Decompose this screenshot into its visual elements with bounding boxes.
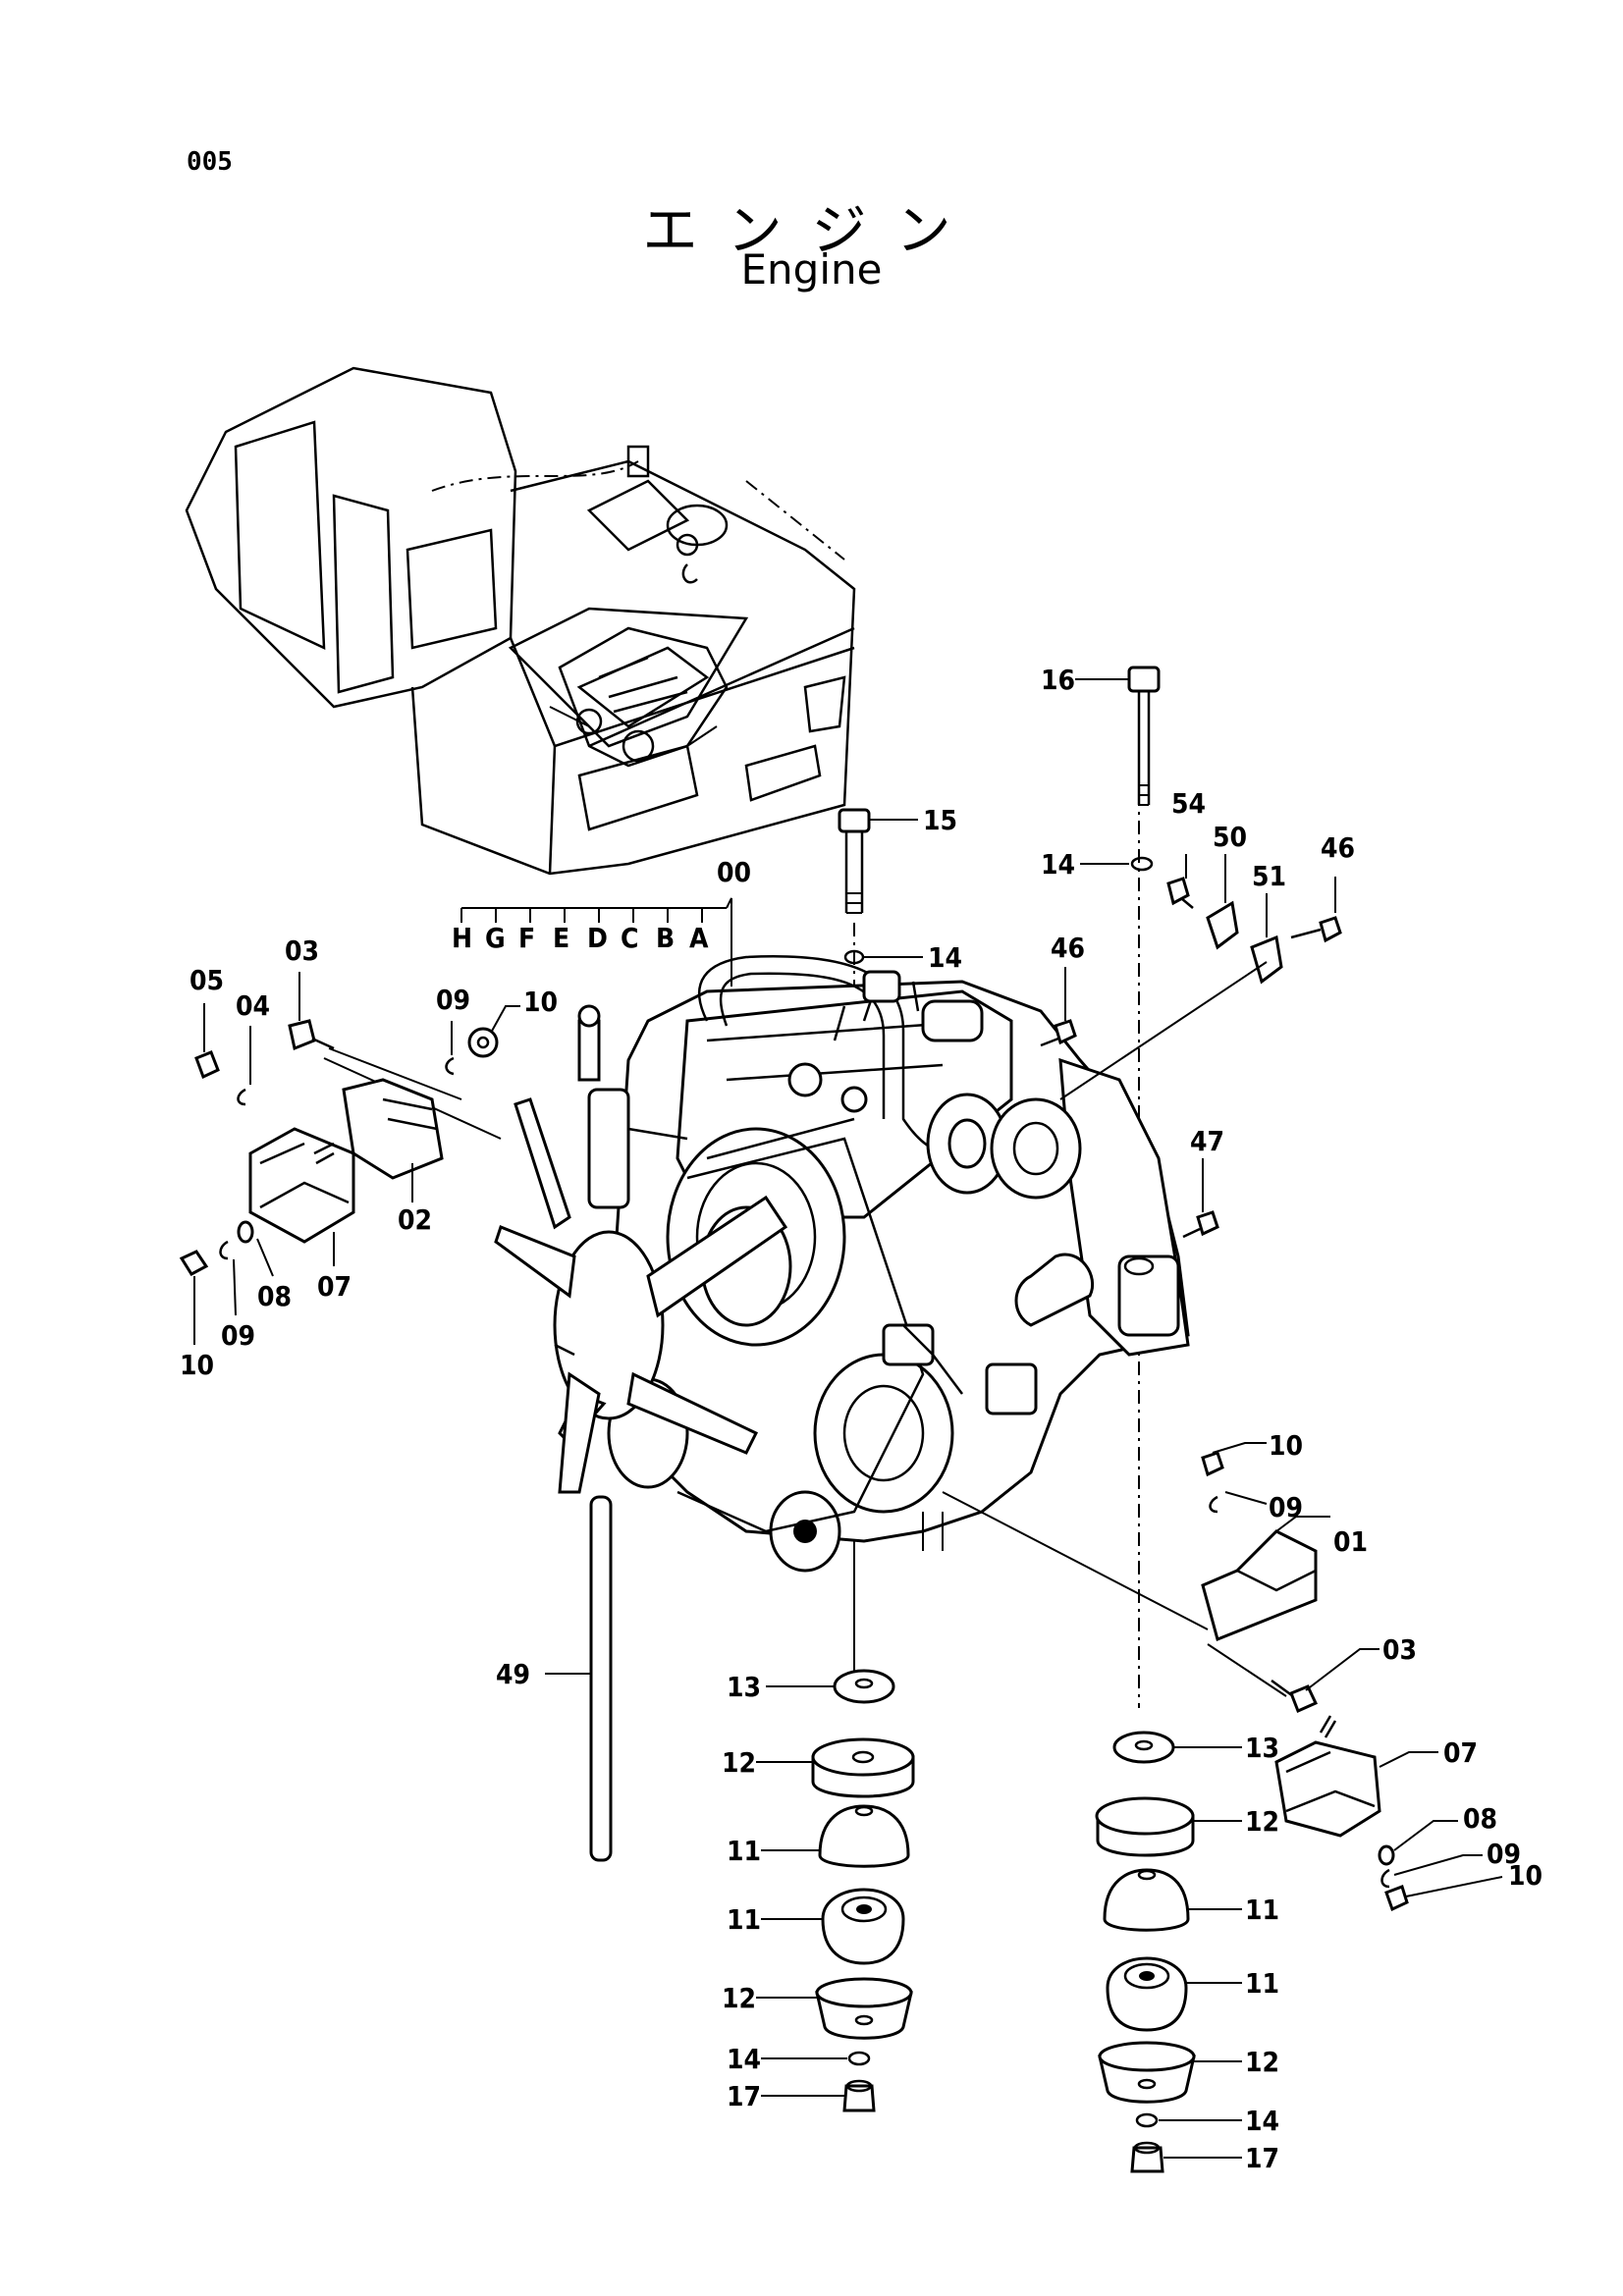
callout-46: 46 bbox=[1051, 932, 1085, 964]
callout-54: 54 bbox=[1171, 787, 1206, 820]
variant-code: B bbox=[656, 922, 675, 954]
title-japanese: エンジン bbox=[642, 199, 981, 263]
dipstick-16: 16 14 bbox=[1041, 664, 1161, 881]
callout-03: 03 bbox=[285, 934, 319, 967]
callout-15: 15 bbox=[923, 804, 957, 836]
callout-07: 07 bbox=[1443, 1736, 1478, 1769]
callout-07: 07 bbox=[317, 1270, 352, 1303]
callout-14: 14 bbox=[1245, 2105, 1279, 2137]
callout-08: 08 bbox=[257, 1280, 292, 1312]
variant-code: F bbox=[518, 922, 535, 954]
callout-09: 09 bbox=[1269, 1491, 1303, 1523]
callout-03: 03 bbox=[1382, 1633, 1417, 1666]
callout-11: 11 bbox=[727, 1903, 761, 1936]
engine-assembly bbox=[494, 955, 1190, 1590]
mount-stack-right: 13 12 11 11 12 14 17 bbox=[1095, 1731, 1279, 2174]
callout-02: 02 bbox=[398, 1203, 432, 1236]
variant-code: A bbox=[689, 922, 709, 954]
callout-47: 47 bbox=[1190, 1125, 1224, 1157]
callout-10: 10 bbox=[523, 986, 558, 1018]
callout-12: 12 bbox=[722, 1746, 756, 1779]
callout-16: 16 bbox=[1041, 664, 1075, 696]
bolt-46-47: 46 47 bbox=[1040, 932, 1224, 1239]
mount-stack-left: 13 12 11 11 12 14 17 bbox=[722, 1669, 915, 2112]
callout-09: 09 bbox=[1487, 1838, 1521, 1870]
bracket-group-upper-right: 54 50 51 46 bbox=[1059, 787, 1355, 1100]
callout-14: 14 bbox=[727, 2043, 761, 2075]
callout-13: 13 bbox=[1245, 1732, 1279, 1764]
page-number: 005 bbox=[187, 147, 233, 177]
callout-49: 49 bbox=[496, 1658, 530, 1690]
callout-00: 00 bbox=[717, 856, 751, 888]
variant-code: G bbox=[485, 922, 506, 954]
left-mount-group: 05 04 03 09 10 02 07 08 09 bbox=[179, 934, 558, 1381]
variant-code: H bbox=[452, 922, 472, 954]
callout-05: 05 bbox=[189, 964, 224, 996]
callout-10: 10 bbox=[1508, 1859, 1542, 1892]
variant-code: C bbox=[621, 922, 638, 954]
callout-12: 12 bbox=[1245, 2046, 1279, 2078]
variant-code: E bbox=[553, 922, 569, 954]
variant-code-bracket: H G F E D C B A 00 bbox=[452, 856, 751, 987]
callout-14: 14 bbox=[928, 941, 962, 974]
callout-10: 10 bbox=[1269, 1429, 1303, 1462]
callout-51: 51 bbox=[1252, 860, 1286, 892]
fan-shaft-49: 49 bbox=[496, 1495, 613, 1862]
variant-code: D bbox=[587, 922, 608, 954]
callout-12: 12 bbox=[1245, 1805, 1279, 1838]
title-english: Engine bbox=[740, 245, 883, 294]
excavator-overview bbox=[185, 366, 856, 876]
callout-09: 09 bbox=[436, 984, 470, 1016]
callout-14: 14 bbox=[1041, 848, 1075, 881]
dipstick-15: 15 14 bbox=[838, 804, 962, 974]
callout-46: 46 bbox=[1321, 831, 1355, 864]
callout-13: 13 bbox=[727, 1671, 761, 1703]
callout-11: 11 bbox=[1245, 1967, 1279, 2000]
callout-17: 17 bbox=[1245, 2142, 1279, 2174]
callout-01: 01 bbox=[1333, 1525, 1368, 1558]
callout-09: 09 bbox=[221, 1319, 255, 1352]
callout-17: 17 bbox=[727, 2080, 761, 2112]
callout-11: 11 bbox=[727, 1835, 761, 1867]
callout-11: 11 bbox=[1245, 1894, 1279, 1926]
callout-08: 08 bbox=[1463, 1802, 1497, 1835]
callout-12: 12 bbox=[722, 1982, 756, 2014]
callout-50: 50 bbox=[1213, 821, 1247, 853]
callout-04: 04 bbox=[236, 989, 270, 1022]
callout-10: 10 bbox=[180, 1349, 214, 1381]
right-mount-group: 10 09 01 03 07 08 09 10 bbox=[942, 1429, 1542, 1912]
